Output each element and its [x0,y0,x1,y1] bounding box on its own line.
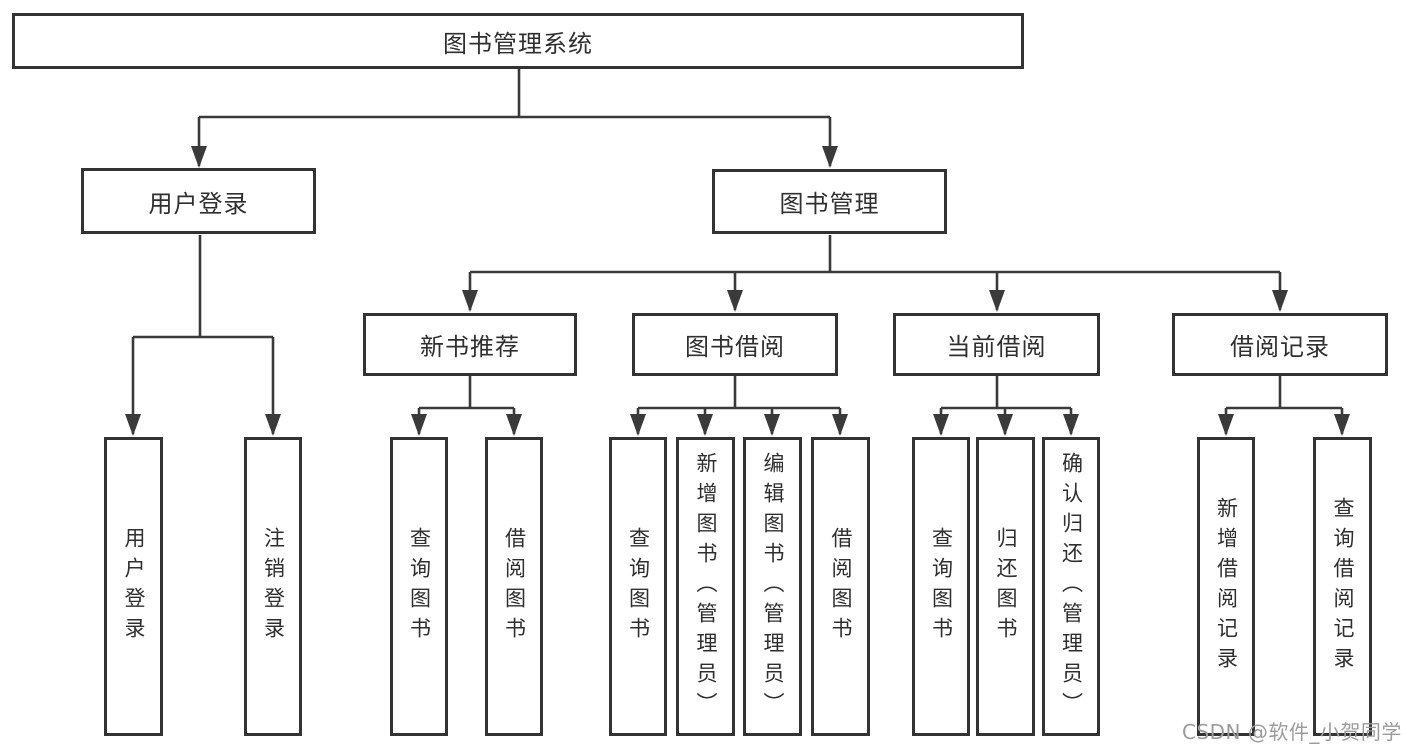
arrow-down-icon [125,414,141,436]
arrow-down-icon [822,146,838,168]
node-current-borrow: 当前借阅 [893,313,1100,376]
node-bb-borrow-books: 借阅图书 [811,437,870,736]
node-book-management: 图书管理 [712,169,947,234]
arrow-down-icon [697,414,713,436]
arrow-down-icon [997,414,1013,436]
arrowheads [125,146,1350,436]
node-br-add-record: 新增借阅记录 [1197,437,1255,736]
arrow-down-icon [462,290,478,312]
node-nb-query-books: 查询图书 [390,437,448,736]
node-user-login-group: 用户登录 [81,168,316,234]
node-nb-borrow-books: 借阅图书 [485,437,543,736]
arrow-down-icon [933,414,949,436]
node-br-query-record: 查询借阅记录 [1313,437,1372,736]
arrow-down-icon [1334,414,1350,436]
node-cb-query-books: 查询图书 [912,437,970,736]
node-bb-query-books: 查询图书 [609,437,667,736]
node-cb-return-books: 归还图书 [976,437,1035,736]
arrow-down-icon [832,414,848,436]
node-user-login: 用户登录 [104,437,163,736]
arrow-down-icon [1063,414,1079,436]
arrow-down-icon [1218,414,1234,436]
connector-paths [131,69,1344,434]
arrow-down-icon [1272,290,1288,312]
arrow-down-icon [764,414,780,436]
node-cb-confirm-return-admin: 确认归还（管理员） [1042,437,1100,736]
arrow-down-icon [506,414,522,436]
node-bb-edit-books-admin: 编辑图书（管理员） [743,437,802,736]
arrow-down-icon [411,414,427,436]
node-borrow-records: 借阅记录 [1172,313,1388,376]
node-new-book-recommend: 新书推荐 [363,313,577,376]
node-library-system: 图书管理系统 [12,13,1024,69]
watermark: CSDN @软件_小贺同学 [1182,720,1402,744]
arrow-down-icon [265,414,281,436]
arrow-down-icon [630,414,646,436]
node-book-borrow: 图书借阅 [632,313,838,376]
arrow-down-icon [727,290,743,312]
node-logout: 注销登录 [244,437,302,736]
node-bb-add-books-admin: 新增图书（管理员） [676,437,735,736]
arrow-down-icon [191,146,207,168]
arrow-down-icon [989,290,1005,312]
